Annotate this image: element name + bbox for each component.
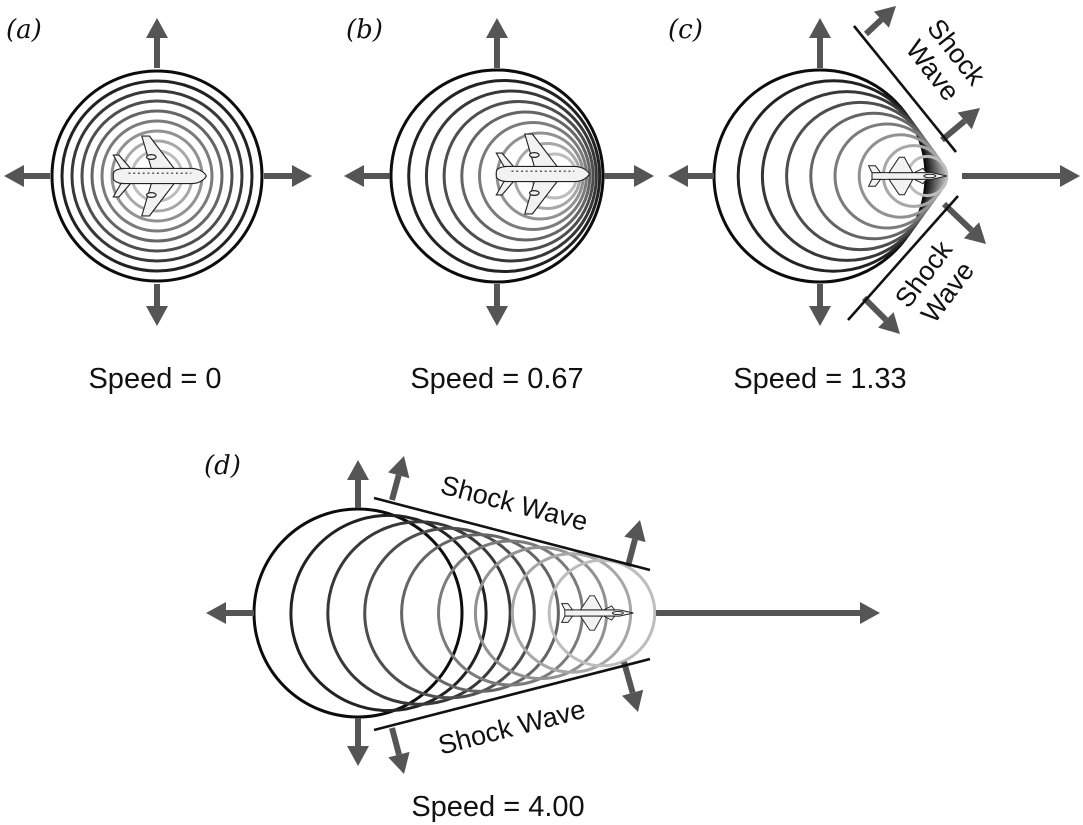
panel-d-shock-line-lower xyxy=(373,657,651,732)
arrow-icon xyxy=(621,661,644,712)
wavefront-ring xyxy=(363,526,536,700)
wavefront-ring xyxy=(407,79,602,273)
arrow-icon xyxy=(344,165,390,187)
arrow-icon xyxy=(940,108,980,143)
panel-d-label: (d) xyxy=(204,451,241,481)
wavefront-ring xyxy=(547,558,657,668)
arrow-icon xyxy=(388,727,410,774)
arrow-icon xyxy=(146,284,168,326)
wavefront-ring xyxy=(252,507,464,719)
wavefront-ring xyxy=(50,69,264,283)
arrow-icon xyxy=(668,165,714,187)
panel-b: (b) Speed = 0.67 xyxy=(344,15,654,395)
arrow-icon xyxy=(604,165,654,187)
panel-b-label: (b) xyxy=(346,15,383,45)
arrow-icon xyxy=(347,718,369,766)
wavefront-ring xyxy=(70,89,244,263)
wavefront-ring xyxy=(460,110,592,242)
panel-d-shock-line-upper xyxy=(373,496,651,572)
arrow-icon xyxy=(206,602,254,624)
arrow-icon xyxy=(146,18,168,68)
panel-a-arrows xyxy=(4,18,312,326)
panel-c-shock-line-lower xyxy=(847,195,959,321)
arrow-icon xyxy=(486,284,508,326)
wavefront-ring xyxy=(389,68,605,284)
fighter-jet-icon xyxy=(561,595,634,631)
panel-b-wavefronts xyxy=(389,68,605,284)
wavefront-ring xyxy=(326,520,512,706)
wavefront-ring xyxy=(100,119,214,233)
wavefront-ring xyxy=(424,89,598,263)
panel-b-speed: Speed = 0.67 xyxy=(410,363,583,395)
arrow-icon xyxy=(863,6,896,37)
arrow-icon xyxy=(4,165,50,187)
panel-d-shock-label-upper: Shock Wave xyxy=(438,470,591,537)
panel-c-shock-label-upper: Shock Wave xyxy=(900,13,992,106)
wavefront-ring xyxy=(60,79,254,273)
wavefront-ring xyxy=(80,99,234,253)
panel-c-shock-label-lower: Shock Wave xyxy=(889,235,980,329)
arrow-icon xyxy=(809,18,831,68)
panel-c-speed: Speed = 1.33 xyxy=(733,363,906,395)
arrow-icon xyxy=(941,201,986,244)
panel-c: (c) Shock Wave Shock Wave Speed = 1.33 xyxy=(668,6,1080,395)
arrow-icon xyxy=(388,456,410,501)
panel-c-arrows xyxy=(668,6,1080,334)
arrow-icon xyxy=(264,165,312,187)
panel-a: (a) Speed = 0 xyxy=(4,15,312,395)
wavefront-ring xyxy=(90,109,224,243)
panel-d-speed: Speed = 4.00 xyxy=(411,791,584,823)
arrow-icon xyxy=(861,295,900,334)
arrow-icon xyxy=(656,602,880,624)
panel-a-label: (a) xyxy=(6,15,42,45)
panel-d-arrows xyxy=(206,456,880,774)
arrow-icon xyxy=(624,520,646,567)
wavefront-ring xyxy=(442,100,595,252)
wavefront-ring xyxy=(289,513,488,713)
panel-c-shock-line-upper xyxy=(852,25,958,153)
panel-b-arrows xyxy=(344,18,654,326)
arrow-icon xyxy=(347,460,369,508)
arrow-icon xyxy=(962,165,1080,187)
panel-c-label: (c) xyxy=(668,15,703,45)
wavefront-ring xyxy=(400,533,560,693)
panel-d: (d) Shock Wave Shock Wave Speed = 4.00 xyxy=(204,451,880,823)
panel-d-shock-label-lower: Shock Wave xyxy=(435,694,588,761)
arrow-icon xyxy=(809,284,831,326)
panel-a-speed: Speed = 0 xyxy=(88,363,221,395)
arrow-icon xyxy=(486,18,508,68)
